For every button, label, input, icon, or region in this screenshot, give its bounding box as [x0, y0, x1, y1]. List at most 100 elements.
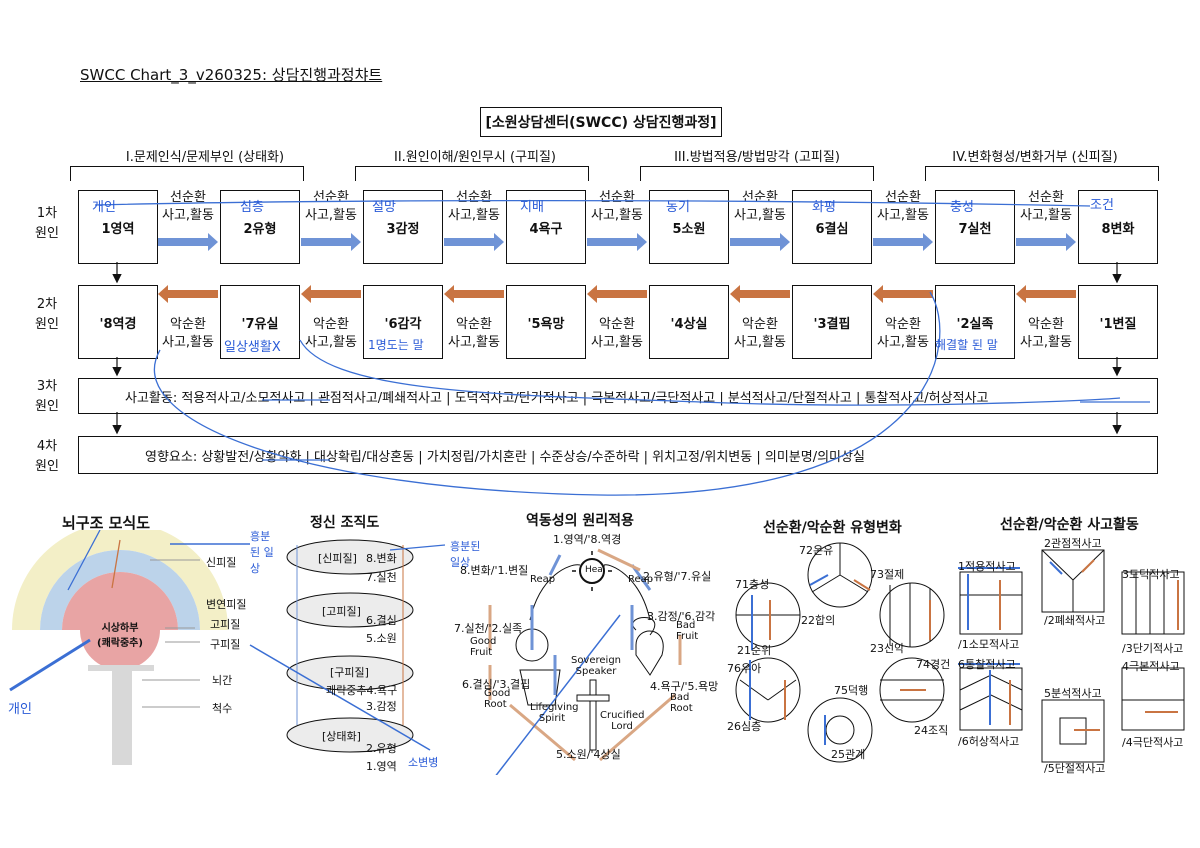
mind-hand-note-bottom: 소변병: [408, 756, 439, 769]
phase-bracket-4: [925, 166, 1159, 181]
brain-hand-note-left: 개인: [8, 702, 32, 717]
hand-note-r1-3: 절망: [372, 200, 396, 215]
mind-layer-4-item-1: 2.유형: [366, 742, 397, 755]
stage-box-r2-4: '5욕망: [506, 285, 586, 359]
phase-bracket-3: [640, 166, 874, 181]
vertical-arrows: [112, 262, 1122, 435]
virtuous-arrows: [158, 233, 1076, 251]
type-label-76: 76우아: [727, 662, 762, 675]
stage-box-r2-1: '8역경: [78, 285, 158, 359]
thinking-label-1: 1적용적사고: [958, 560, 1016, 573]
stage-box-5: 5소원: [649, 190, 729, 264]
thinking-label-4: 4극본적사고: [1122, 660, 1180, 673]
brain-label-archicortex: 구피질: [210, 638, 241, 651]
thinking-diagram-title: 선순환/악순환 사고활동: [1000, 517, 1139, 533]
stage-box-3: 3감정: [363, 190, 443, 264]
thinking-activity-row: 사고활동: 적용적사고/소모적사고 | 관점적사고/폐쇄적사고 | 도덕적사고/…: [78, 378, 1158, 414]
brain-diagram-title: 뇌구조 모식도: [62, 514, 151, 532]
dynamics-diagram: [488, 548, 682, 775]
type-label-24: 24조직: [914, 724, 949, 737]
phase-bracket-2: [355, 166, 589, 181]
brain-label-limbic: 변연피질: [206, 598, 247, 611]
thinking-label-6: 6통찰적사고: [958, 658, 1016, 671]
thinking-label-1b: /1소모적사고: [958, 638, 1020, 651]
thinking-label-4b: /4극단적사고: [1122, 736, 1184, 749]
hand-note-r1-1: 개인: [92, 200, 116, 215]
brain-label-brainstem: 뇌간: [212, 674, 233, 687]
hand-note-r1-6: 화평: [812, 200, 836, 215]
mind-layer-1-item-2: 7.실천: [366, 571, 397, 584]
influence-factor-text: 영향요소: 상황발전/상황악화 | 대상확립/대상혼동 | 가치정립/가치혼란 …: [145, 449, 865, 465]
thinking-label-6b: /6허상적사고: [958, 735, 1020, 748]
dynamics-right-1: 2.유형/'7.유실: [643, 570, 712, 583]
brain-label-neocortex: 신피질: [206, 556, 237, 569]
thinking-label-5: 5분석적사고: [1044, 687, 1102, 700]
brain-hand-note: 흥분된 일상: [250, 530, 274, 575]
chart-title: [소원상담센터(SWCC) 상담진행과정]: [480, 107, 722, 137]
dynamics-top-label: 1.영역/'8.역경: [553, 533, 622, 546]
type-label-26: 26심층: [727, 720, 762, 733]
dynamics-diagram-title: 역동성의 원리적용: [526, 513, 634, 529]
brain-label-paleocortex: 고피질: [210, 618, 241, 631]
dynamics-right-3: 4.욕구/'5.욕망: [650, 680, 719, 693]
hand-annotation-lines: [94, 199, 1150, 496]
hand-note-r1-4: 지배: [520, 200, 544, 215]
stage-box-r2-7: '2실족: [935, 285, 1015, 359]
stage-box-1: 1영역: [78, 190, 158, 264]
mind-layer-3-item-2: 3.감정: [366, 700, 397, 713]
phase-title-3: III.방법적용/방법망각 (고피질): [674, 150, 840, 165]
mind-layer-2-item-2: 5.소원: [366, 632, 397, 645]
hand-note-r2-2: 1명도는 말: [368, 338, 424, 352]
stage-box-r2-8: '1변질: [1078, 285, 1158, 359]
hand-note-r2-1: 일상생활X: [224, 340, 281, 355]
type-label-21: 21순위: [737, 644, 772, 657]
thinking-diagram: [958, 549, 1185, 763]
hand-note-r1-7: 충성: [950, 200, 974, 215]
hand-note-r1-2: 심층: [240, 200, 264, 215]
vicious-arrows: [158, 285, 1076, 303]
brain-label-spinal: 척수: [212, 702, 233, 715]
brain-center-label: 시상하부(쾌락중추): [97, 623, 143, 649]
type-label-71: 71충성: [735, 578, 770, 591]
stage-box-4: 4욕구: [506, 190, 586, 264]
thinking-activity-text: 사고활동: 적용적사고/소모적사고 | 관점적사고/폐쇄적사고 | 도덕적사고/…: [125, 390, 989, 406]
hand-note-r1-8: 조건: [1090, 198, 1114, 213]
mind-layer-2-item-1: 6.결심: [366, 614, 397, 627]
mind-layer-3-name: [구피질]: [330, 666, 369, 679]
reap-left: Reap: [530, 574, 556, 585]
lifegiving-spirit-label: Lifegiving Spirit: [530, 702, 579, 724]
dynamics-bottom-label: 5.소원/'4상실: [556, 748, 621, 761]
mind-layer-2-name: [고피질]: [322, 605, 361, 618]
type-label-75: 75덕행: [834, 684, 869, 697]
type-label-23: 23선악: [870, 642, 905, 655]
heal-label: Heal: [585, 565, 606, 575]
good-root-label: Good Root: [484, 688, 511, 710]
dynamics-left-2: 7.실천/'2.실족: [454, 622, 523, 635]
phase-title-2: II.원인이해/원인무시 (구피질): [393, 150, 557, 165]
stage-box-r2-2: '7유실: [220, 285, 300, 359]
doc-title: SWCC Chart_3_v260325: 상담진행과정챠트: [80, 66, 383, 84]
stage-box-r2-5: '4상실: [649, 285, 729, 359]
stage-box-7: 7실천: [935, 190, 1015, 264]
bad-fruit-label: Bad Fruit: [676, 620, 699, 642]
sovereign-speaker-label: Sovereign Speaker: [570, 655, 622, 677]
type-label-22: 22합의: [801, 614, 836, 627]
thinking-label-3b: /3단기적사고: [1122, 642, 1184, 655]
crucified-lord-label: Crucified Lord: [600, 710, 645, 732]
thinking-label-2: 2관점적사고: [1044, 537, 1102, 550]
type-label-25: 25관계: [831, 748, 866, 761]
thinking-label-3: 3도덕적사고: [1122, 568, 1180, 581]
mind-layer-4-item-2: 1.영역: [366, 760, 397, 773]
